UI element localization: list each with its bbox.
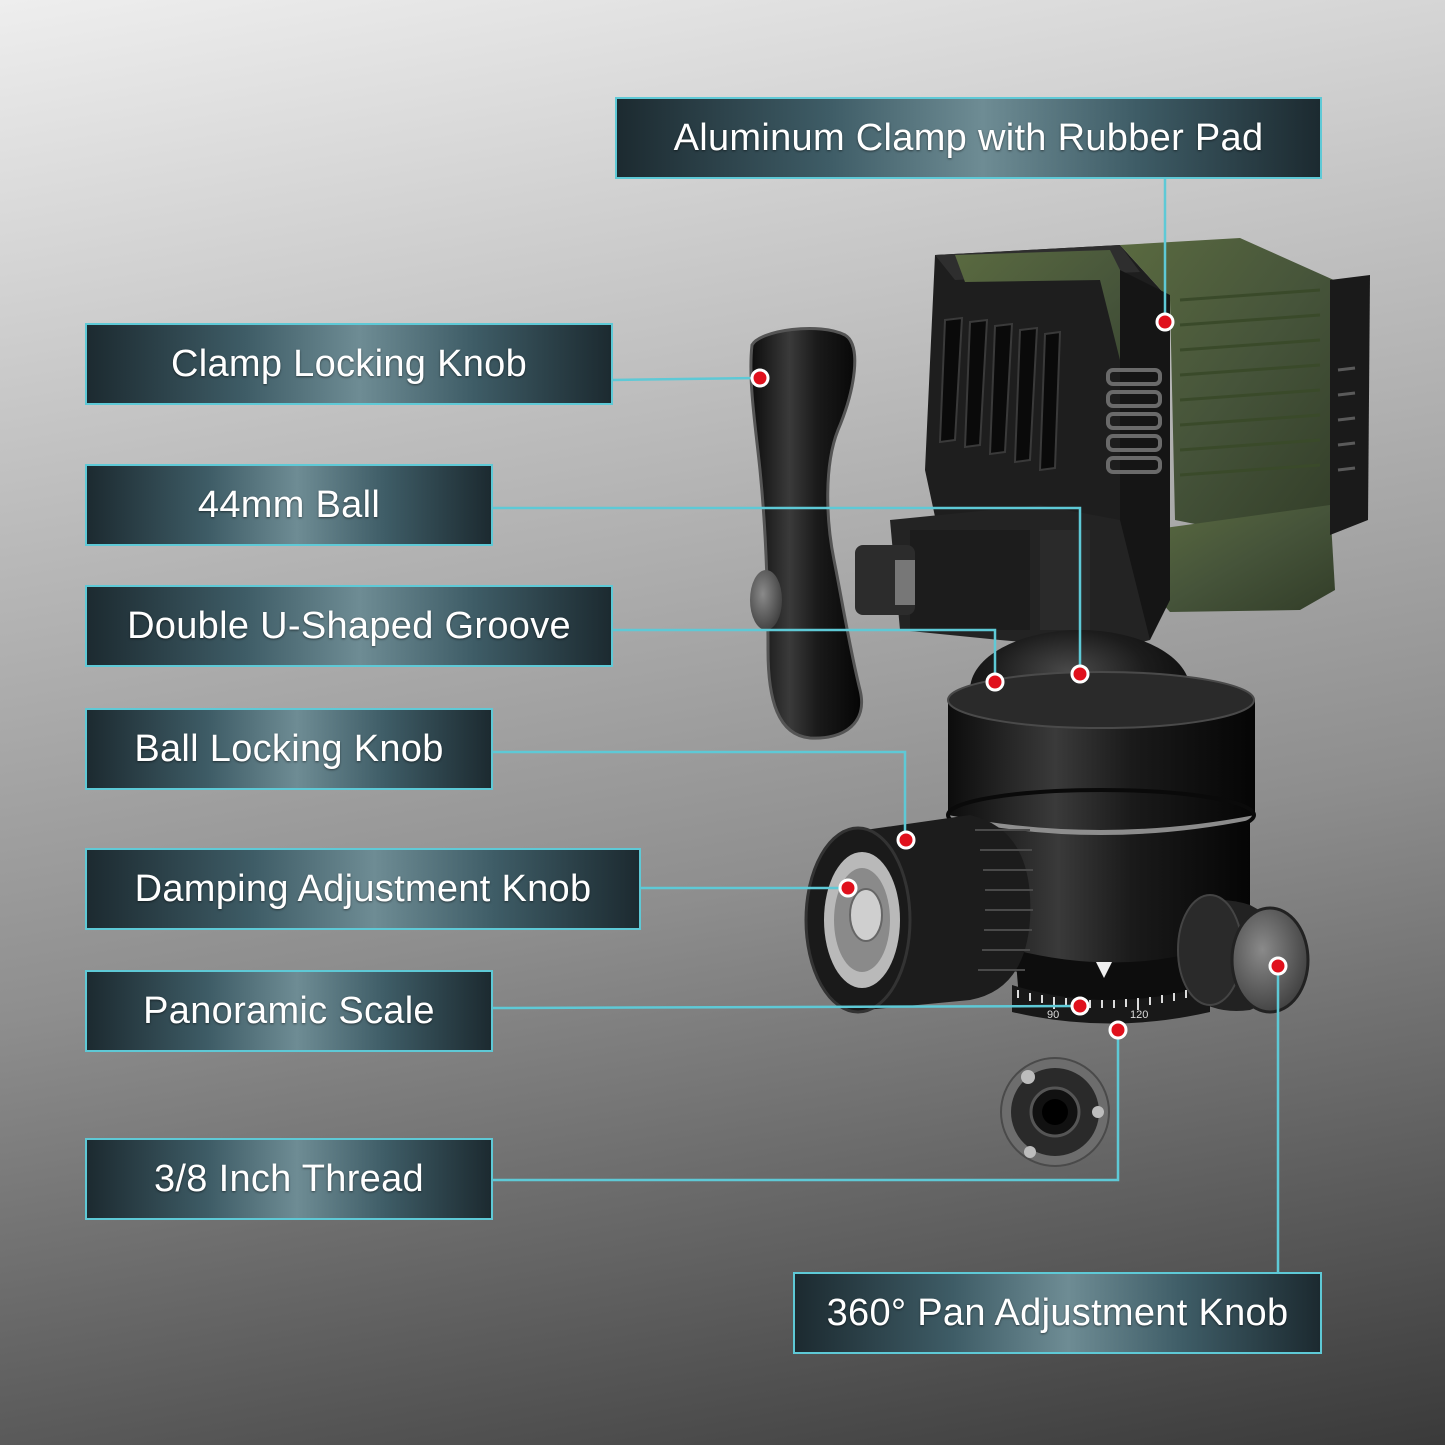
ball-head-body (946, 630, 1256, 1024)
rubber-pad-front (1120, 238, 1345, 530)
clamp-vent-slots (938, 316, 1062, 472)
marker-thread (1108, 1020, 1128, 1040)
marker-pan-scale (1070, 996, 1090, 1016)
marker-ball (1070, 664, 1090, 684)
marker-groove (985, 672, 1005, 692)
marker-clamp-pad (1155, 312, 1175, 332)
callout-double-u-groove: Double U-Shaped Groove (85, 585, 613, 667)
rubber-pad-back (955, 250, 1165, 440)
pan-knob-shape (1177, 894, 1310, 1014)
scale-pointer-icon (1096, 962, 1112, 978)
marker-damping-knob (838, 878, 858, 898)
damping-knob-shape (804, 815, 1033, 1014)
callout-clamp-locking-knob: Clamp Locking Knob (85, 323, 613, 405)
callout-damping-adjustment-knob: Damping Adjustment Knob (85, 848, 641, 930)
callout-panoramic-scale: Panoramic Scale (85, 970, 493, 1052)
callout-aluminum-clamp: Aluminum Clamp with Rubber Pad (615, 97, 1322, 179)
marker-ball-knob (896, 830, 916, 850)
callout-360-pan-knob: 360° Pan Adjustment Knob (793, 1272, 1322, 1354)
scale-mark-90: 90 (1047, 1009, 1059, 1021)
callout-44mm-ball: 44mm Ball (85, 464, 493, 546)
marker-clamp-knob (750, 368, 770, 388)
clamp-locking-knob-shape (749, 326, 915, 740)
thread-inset (1000, 1057, 1110, 1167)
callout-ball-locking-knob: Ball Locking Knob (85, 708, 493, 790)
callout-3-8-inch-thread: 3/8 Inch Thread (85, 1138, 493, 1220)
scale-mark-120: 120 (1130, 1009, 1148, 1021)
marker-dots (750, 312, 1288, 1040)
marker-pan-knob (1268, 956, 1288, 976)
aluminum-clamp (890, 238, 1370, 650)
leader-lines (491, 178, 1280, 1272)
